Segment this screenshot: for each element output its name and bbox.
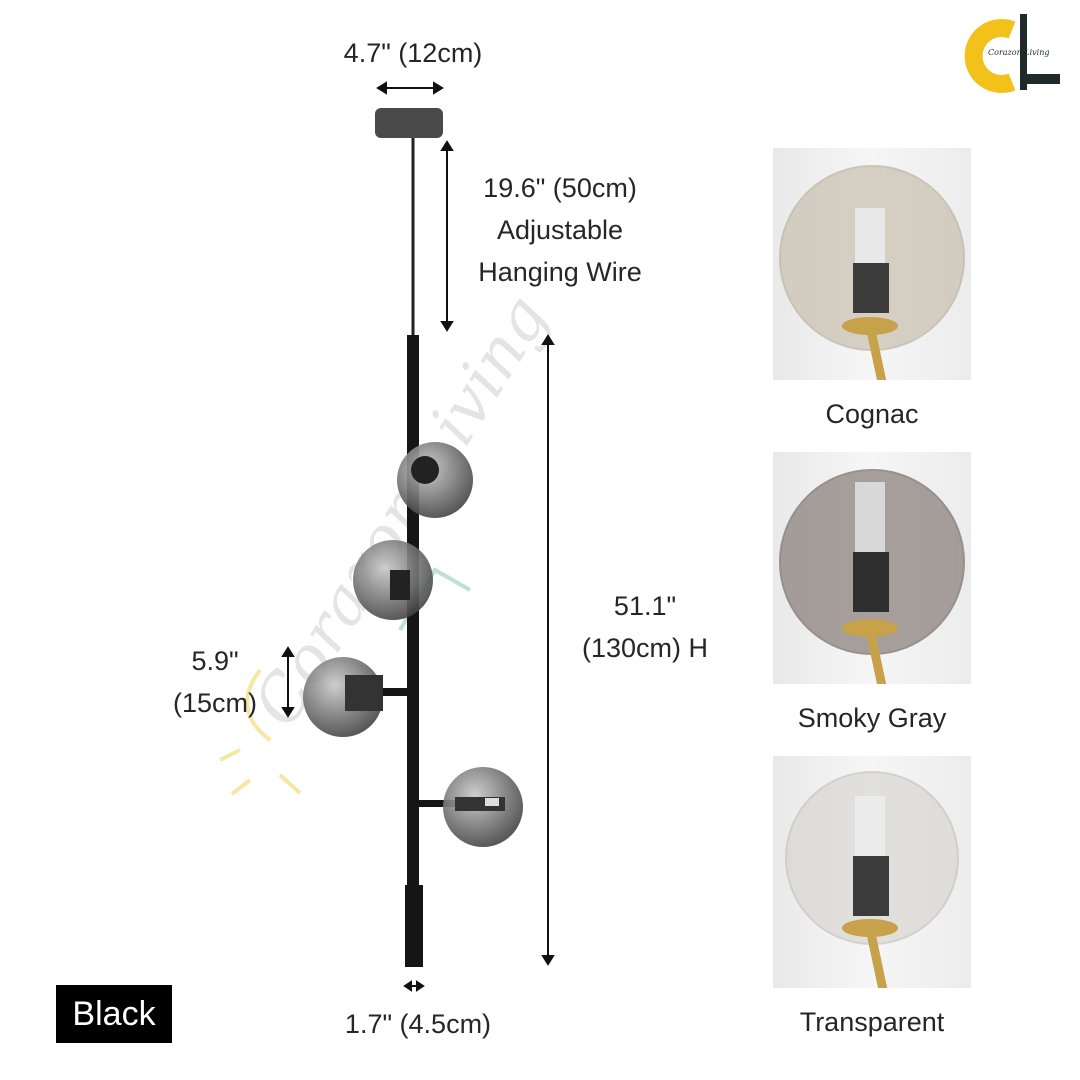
glass-option-transparent[interactable] <box>773 756 971 988</box>
logo-script: Corazon Living <box>988 48 1050 57</box>
rod-end <box>405 885 423 967</box>
globe-size-arrow <box>281 646 295 718</box>
base-width-arrow <box>403 980 425 992</box>
transparent-globe-icon <box>785 771 959 988</box>
canopy <box>375 108 443 138</box>
base-width-label: 1.7" (4.5cm) <box>344 1009 492 1039</box>
globe-2 <box>353 540 433 620</box>
globe-size-label-1: 5.9" <box>191 646 239 676</box>
globe-size-label-2: (15cm) <box>172 688 257 718</box>
globe-3 <box>303 657 410 737</box>
height-label-2: (130cm) H <box>581 633 709 663</box>
wire-length-label-3: Hanging Wire <box>478 257 642 287</box>
globe-4 <box>419 767 523 847</box>
glass-option-smoky-gray[interactable] <box>773 452 971 684</box>
wire-length-label-2: Adjustable <box>496 215 624 245</box>
glass-option-cognac[interactable] <box>773 148 971 380</box>
finish-badge: Black <box>56 985 172 1043</box>
glass-option-label-cognac: Cognac <box>825 399 919 429</box>
height-arrow <box>541 334 555 966</box>
logo-mark-icon <box>964 14 1060 93</box>
wire-length-arrow <box>440 140 454 332</box>
cognac-globe-icon <box>779 165 965 380</box>
globe-1 <box>397 442 473 518</box>
height-label-1: 51.1" <box>613 591 677 621</box>
brand-logo: Corazon Living <box>964 12 1064 93</box>
canopy-width-arrow <box>376 81 444 95</box>
smoky-gray-globe-icon <box>779 469 965 684</box>
glass-option-label-transparent: Transparent <box>799 1007 945 1037</box>
glass-option-label-smoky-gray: Smoky Gray <box>797 703 947 733</box>
wire-length-label-1: 19.6" (50cm) <box>483 173 637 203</box>
canopy-width-label: 4.7" (12cm) <box>343 38 483 68</box>
